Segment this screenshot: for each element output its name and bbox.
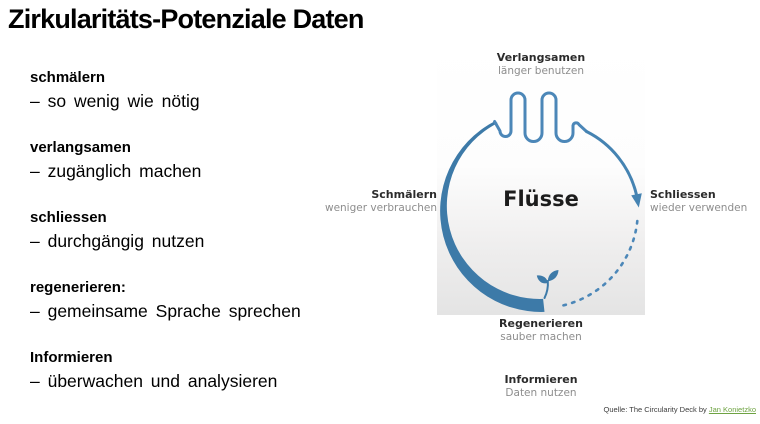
node-verlangsamen: Verlangsamen länger benutzen [437, 51, 645, 78]
node-sublabel: länger benutzen [498, 65, 584, 77]
node-schliessen: Schliessen wieder verwenden [650, 188, 760, 215]
list-item: verlangsamen – zugänglich machen [30, 138, 350, 181]
arrowhead-icon [631, 193, 642, 208]
node-label: Verlangsamen [496, 51, 586, 64]
node-label: Schliessen [650, 188, 716, 201]
list-item: schmälern – so wenig wie nötig [30, 68, 350, 111]
diagram-center-label: Flüsse [503, 187, 579, 211]
node-schmaelern: Schmälern weniger verbrauchen [217, 188, 437, 215]
list-term: schliessen [30, 209, 107, 226]
list-desc: – so wenig wie nötig [30, 91, 200, 111]
dashed-arc [556, 219, 639, 308]
node-label: Regenerieren [499, 317, 583, 330]
circular-flow-svg [440, 91, 642, 312]
right-arc [585, 130, 638, 196]
list-term: verlangsamen [30, 139, 131, 156]
node-label: Informieren [504, 373, 578, 386]
source-link[interactable]: Jan Konietzko [708, 405, 756, 414]
thick-arc [440, 121, 545, 312]
list-term: schmälern [30, 69, 106, 86]
node-label: Schmälern [371, 188, 437, 201]
node-sublabel: sauber machen [500, 331, 582, 343]
node-sublabel: wieder verwenden [650, 202, 748, 214]
list-item: regenerieren: – gemeinsame Sprache sprec… [30, 278, 350, 321]
sprout-icon [536, 270, 559, 299]
node-regenerieren: Regenerieren sauber machen [437, 317, 645, 344]
node-sublabel: Daten nutzen [505, 387, 577, 399]
list-term: regenerieren: [30, 279, 126, 296]
slow-loop-icon [493, 91, 588, 143]
node-sublabel: weniger verbrauchen [324, 202, 437, 214]
page-title: Zirkularitäts-Potenziale Daten [8, 4, 364, 34]
source-line: Quelle: The Circularity Deck by Jan Koni… [604, 405, 756, 414]
list-item: schliessen – durchgängig nutzen [30, 208, 350, 251]
list-desc: – durchgängig nutzen [30, 231, 205, 251]
circular-flow-diagram [437, 45, 645, 315]
list-desc: – gemeinsame Sprache sprechen [30, 301, 301, 321]
source-text: Quelle: The Circularity Deck by [603, 405, 709, 414]
node-informieren: Informieren Daten nutzen [437, 373, 645, 400]
list-term: Informieren [30, 349, 113, 366]
list-desc: – zugänglich machen [30, 161, 202, 181]
list-desc: – überwachen und analysieren [30, 371, 278, 391]
potential-list: schmälern – so wenig wie nötig verlangsa… [30, 68, 350, 418]
list-item: Informieren – überwachen und analysieren [30, 348, 350, 391]
